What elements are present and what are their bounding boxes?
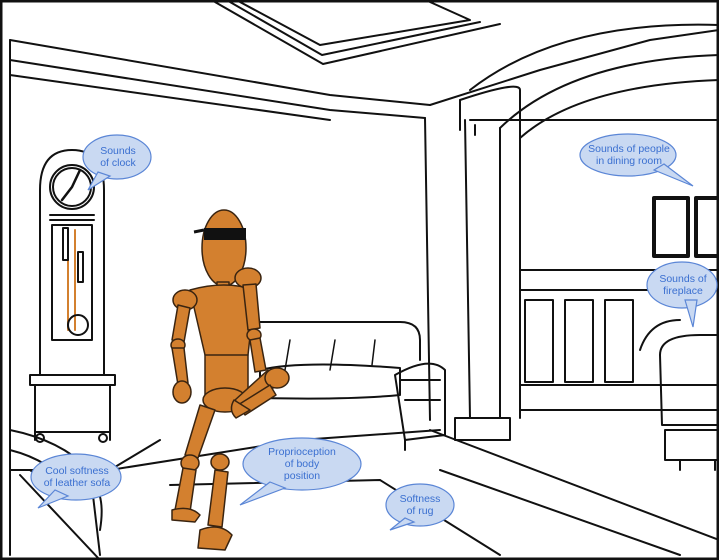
back-wall-corner xyxy=(425,118,430,420)
annotation-dining-room: Sounds of people in dining room xyxy=(582,143,676,167)
blindfold xyxy=(204,228,246,240)
armchair xyxy=(660,335,719,355)
picture-frame-1 xyxy=(654,198,688,256)
annotation-proprioception: Proprioception of body position xyxy=(250,446,354,482)
annotation-fireplace: Sounds of fireplace xyxy=(652,273,714,297)
sofa-arm xyxy=(395,364,445,440)
annotation-rug: Softness of rug xyxy=(390,493,450,517)
doorway-threshold xyxy=(430,430,719,540)
wooden-mannequin xyxy=(171,210,289,550)
picture-frame-2 xyxy=(696,198,719,256)
annotation-clock: Sounds of clock xyxy=(88,145,148,169)
railing-panel-1 xyxy=(525,300,553,382)
ceiling-edge-left xyxy=(10,40,430,105)
railing-panel-3 xyxy=(605,300,633,382)
pillar-base xyxy=(455,418,510,440)
railing-panel-2 xyxy=(565,300,593,382)
annotation-leather-sofa: Cool softness of leather sofa xyxy=(36,465,118,489)
arch-pillar xyxy=(465,120,500,418)
